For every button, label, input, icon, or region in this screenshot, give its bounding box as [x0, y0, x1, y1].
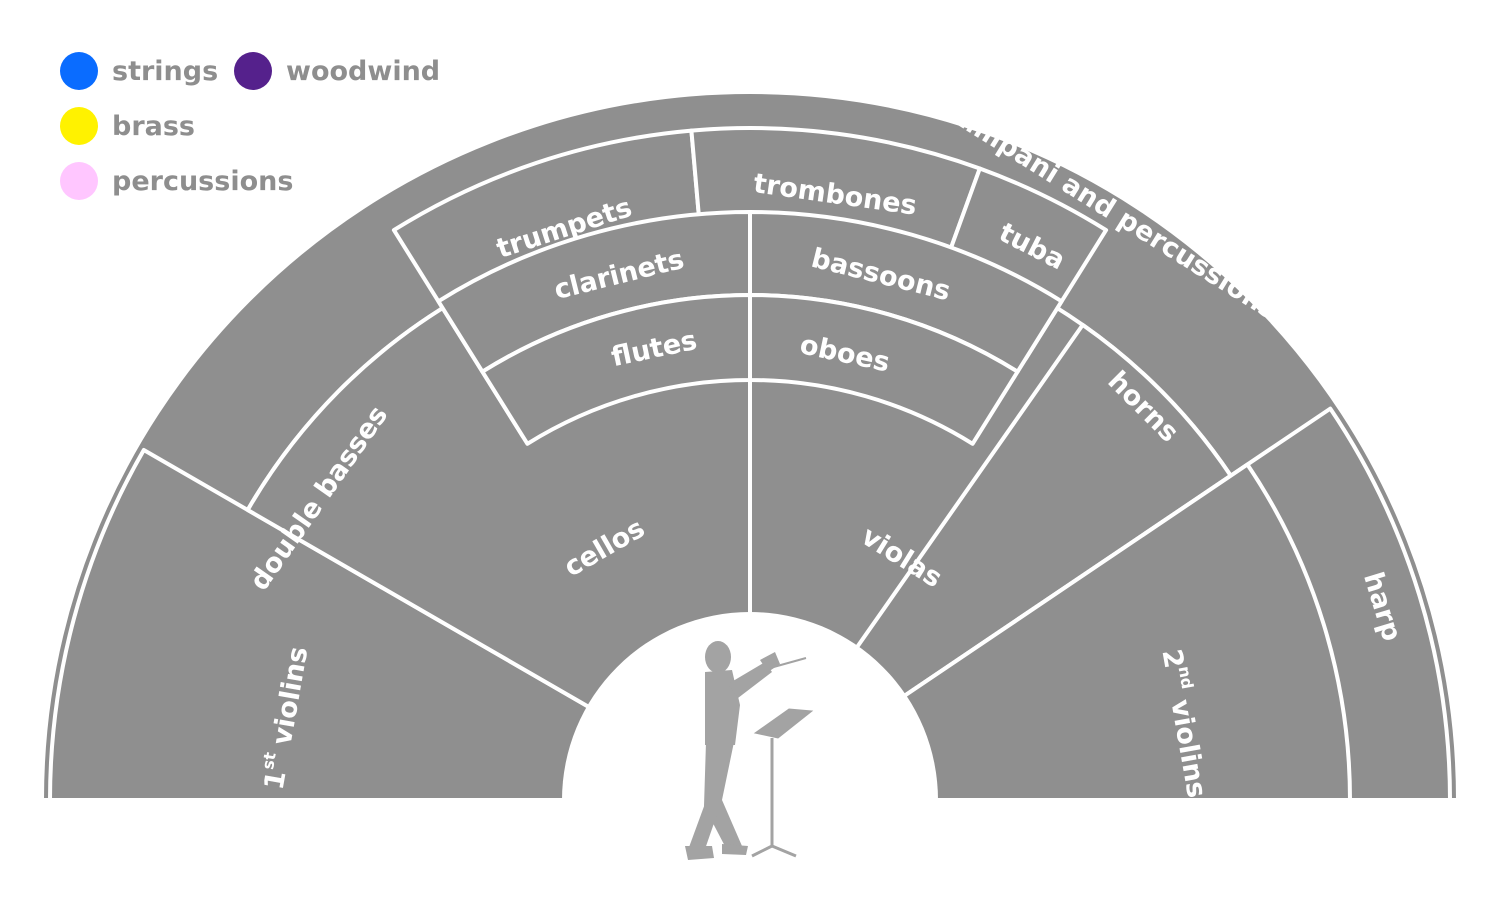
music-stand-icon	[751, 708, 814, 858]
legend-item-brass: brass	[60, 107, 195, 145]
strings-color-swatch	[60, 52, 98, 90]
legend-label: strings	[112, 55, 219, 87]
brass-color-swatch	[60, 107, 98, 145]
legend-item-strings: strings	[60, 52, 218, 90]
conductor-podium	[562, 612, 938, 800]
conductor-silhouette-icon	[685, 641, 807, 860]
woodwind-color-swatch	[234, 52, 272, 90]
baseline-mask	[0, 800, 1510, 900]
legend-label: percussions	[112, 165, 294, 197]
ordinal-number: 1	[258, 768, 292, 792]
legend: strings woodwind brass percussions	[60, 50, 460, 210]
legend-label: woodwind	[286, 55, 441, 87]
legend-label: brass	[112, 110, 196, 142]
ordinal-suffix: st	[258, 750, 280, 771]
ordinal-suffix: nd	[1175, 665, 1198, 691]
section-oboes	[748, 293, 1020, 446]
section-1st-violins	[48, 448, 752, 802]
ordinal-number: 2	[1156, 647, 1190, 671]
legend-item-percussions: percussions	[60, 162, 293, 200]
percussions-color-swatch	[60, 162, 98, 200]
legend-item-woodwind: woodwind	[234, 52, 440, 90]
